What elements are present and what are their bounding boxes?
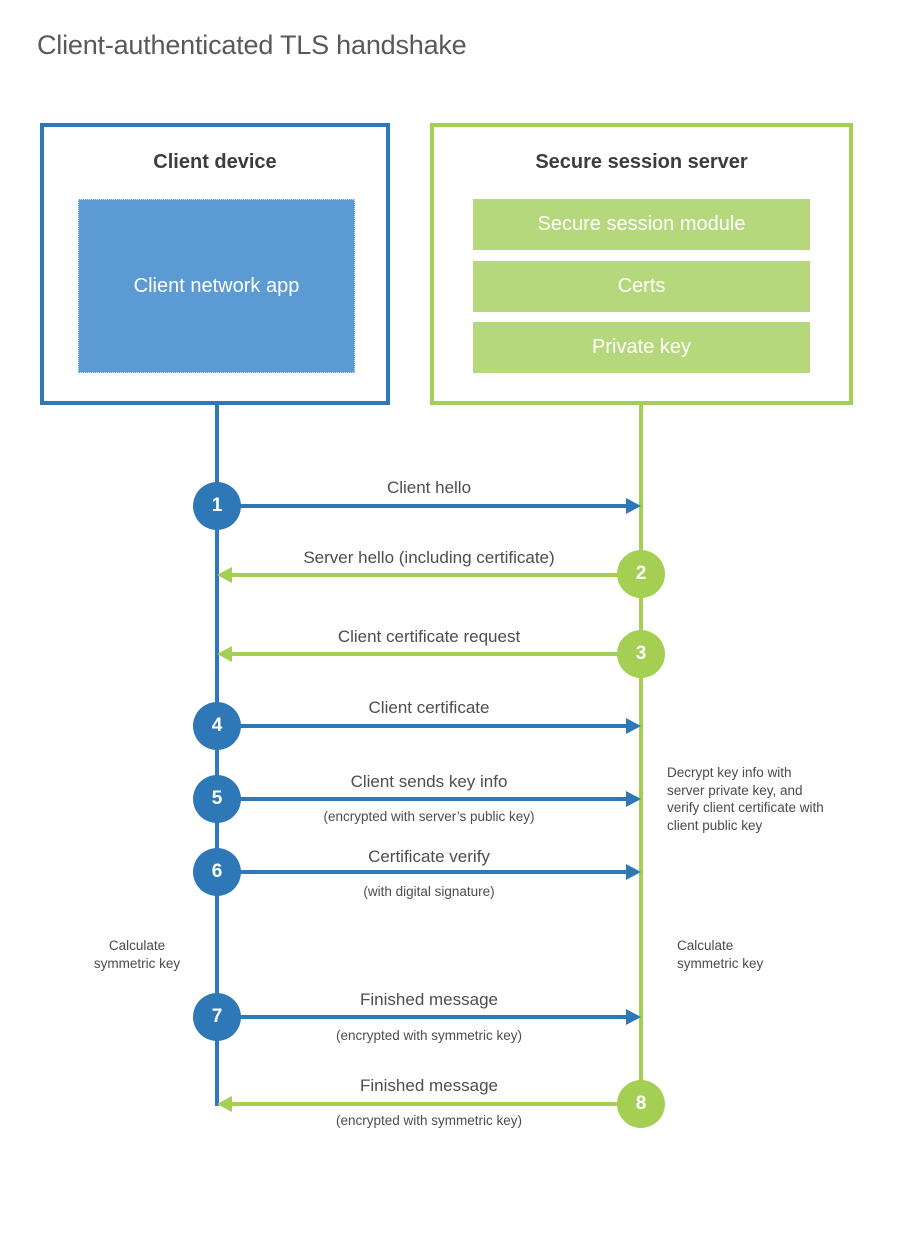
secure-session-server-box: Secure session server Secure session mod… (430, 123, 853, 405)
step-4-arrow (221, 724, 626, 728)
step-5-sublabel: (encrypted with server’s public key) (323, 809, 535, 824)
step-2-marker: 2 (617, 550, 665, 598)
step-3-number: 3 (635, 643, 647, 664)
step-8-sublabel: (encrypted with symmetric key) (335, 1113, 523, 1128)
step-1-marker: 1 (193, 482, 241, 530)
step-4-marker: 4 (193, 702, 241, 750)
step-6-arrowhead-icon (626, 864, 641, 880)
step-4-label: Client certificate (368, 698, 490, 717)
step-4-number: 4 (211, 715, 223, 736)
step-8-number: 8 (635, 1093, 647, 1114)
step-5-arrow (221, 797, 626, 801)
step-6-sublabel: (with digital signature) (363, 884, 495, 899)
client-network-app-label: Client network app (133, 274, 300, 297)
step-1-arrow (221, 504, 626, 508)
step-3-marker: 3 (617, 630, 665, 678)
note-calculate-symmetric-key-client: Calculate symmetric key (93, 938, 181, 971)
step-3-arrowhead-icon (217, 646, 232, 662)
server-module-secure-session: Secure session module (473, 199, 810, 250)
step-5-label: Client sends key info (350, 772, 508, 791)
step-2-arrow (232, 573, 636, 577)
client-network-app-box: Client network app (78, 199, 355, 373)
client-lifeline (215, 403, 219, 1106)
step-7-sublabel: (encrypted with symmetric key) (335, 1028, 523, 1043)
step-6-arrow (221, 870, 626, 874)
step-3-arrow (232, 652, 636, 656)
step-1-label: Client hello (386, 478, 472, 497)
step-5-marker: 5 (193, 775, 241, 823)
step-2-arrowhead-icon (217, 567, 232, 583)
step-8-marker: 8 (617, 1080, 665, 1128)
server-lifeline (639, 403, 643, 1128)
step-7-label: Finished message (360, 990, 498, 1009)
step-2-label: Server hello (including certificate) (303, 548, 555, 567)
step-3-label: Client certificate request (337, 627, 521, 646)
step-1-arrowhead-icon (626, 498, 641, 514)
step-2-number: 2 (635, 563, 647, 584)
step-1-number: 1 (211, 495, 223, 516)
step-8-arrowhead-icon (217, 1096, 232, 1112)
note-decrypt-key-info: Decrypt key info with server private key… (667, 765, 824, 833)
note-calculate-symmetric-key-server: Calculate symmetric key (677, 938, 764, 971)
step-6-label: Certificate verify (368, 847, 490, 866)
step-5-number: 5 (211, 788, 223, 809)
secure-session-server-title: Secure session server (535, 151, 748, 173)
client-device-title: Client device (153, 151, 277, 173)
step-7-marker: 7 (193, 993, 241, 1041)
page-title: Client-authenticated TLS handshake (37, 30, 467, 60)
server-module-certs: Certs (473, 261, 810, 312)
step-6-marker: 6 (193, 848, 241, 896)
step-7-arrowhead-icon (626, 1009, 641, 1025)
step-8-label: Finished message (360, 1076, 498, 1095)
server-module-private-key: Private key (473, 322, 810, 373)
step-4-arrowhead-icon (626, 718, 641, 734)
step-6-number: 6 (211, 861, 223, 882)
client-device-box: Client device Client network app (40, 123, 390, 405)
step-7-number: 7 (211, 1006, 223, 1027)
step-8-arrow (232, 1102, 636, 1106)
step-5-arrowhead-icon (626, 791, 641, 807)
step-7-arrow (221, 1015, 626, 1019)
